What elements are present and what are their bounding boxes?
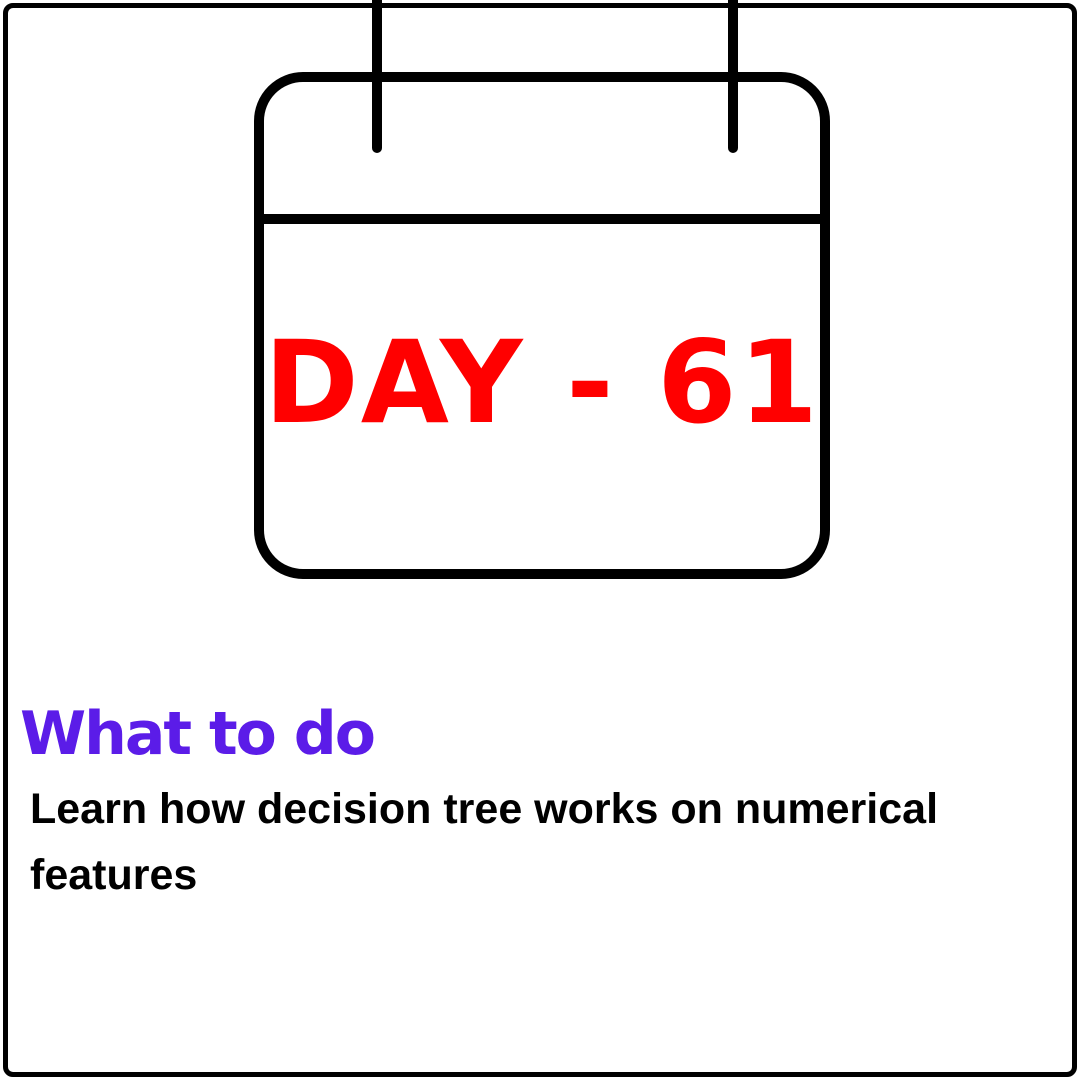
calendar-body xyxy=(254,72,830,579)
section-heading: What to do xyxy=(20,699,376,769)
day-label: DAY - 61 xyxy=(264,316,820,449)
task-description: Learn how decision tree works on numeric… xyxy=(30,785,939,899)
calendar-icon xyxy=(254,0,830,579)
outer-border xyxy=(3,3,1077,1077)
